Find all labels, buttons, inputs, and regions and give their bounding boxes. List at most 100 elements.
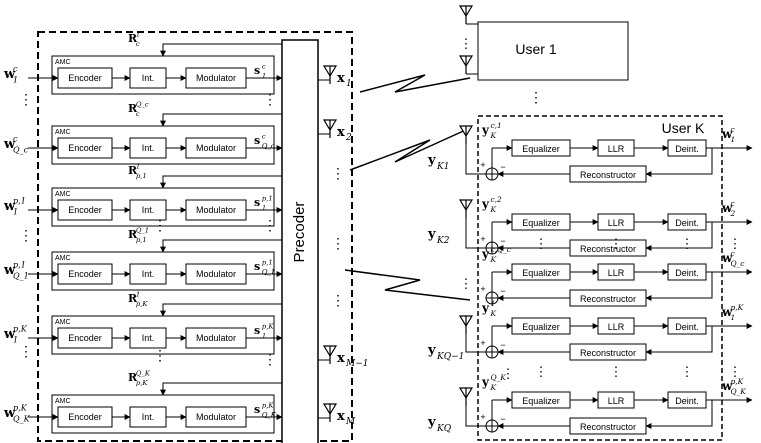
rate-label: R1c — [128, 31, 140, 48]
tx-antenna-sub: M−1 — [345, 359, 368, 369]
stream-output-label-base: s — [254, 64, 260, 77]
rate-feedback-line — [160, 382, 282, 396]
encoder-label: Encoder — [68, 333, 102, 343]
minus-sign: − — [500, 340, 505, 350]
rate-label-sup: 1 — [136, 291, 140, 299]
receiver-ellipsis: ⋮ — [729, 365, 742, 380]
decoded-output-label-base: w — [721, 201, 733, 215]
decoded-output-label: wc1 — [721, 125, 735, 144]
stream-output-label-sub: 1 — [262, 72, 266, 80]
stream-output-label-sup: p,1 — [262, 259, 273, 267]
stream-ellipsis: ⋮ — [263, 92, 277, 108]
stream-output-label-base: s — [254, 324, 260, 337]
precoder-block — [281, 39, 319, 443]
channel-link-3 — [344, 269, 471, 301]
decoded-output-label-sub: Q_K — [730, 387, 746, 396]
ybar-label-sub: K — [489, 309, 496, 318]
reconstructor-label: Reconstructor — [580, 294, 636, 304]
rx-antenna-label: y — [427, 415, 436, 430]
minus-sign: − — [500, 162, 505, 172]
stream-input-label-sup: p,K — [13, 404, 28, 413]
decoded-output-label-sup: c — [730, 125, 735, 134]
rate-feedback-line — [160, 43, 282, 57]
receiver-ellipsis: ⋮ — [610, 237, 623, 252]
rx-antenna-sub: KQ — [436, 424, 452, 434]
user1-block — [477, 21, 629, 81]
stream-input-label: wc1 — [3, 65, 18, 85]
reconstructor-label: Reconstructor — [580, 170, 636, 180]
decoded-output-label-sub: Q_c — [730, 259, 745, 268]
plus-sign: + — [480, 234, 485, 244]
tx-antenna-sub: M — [345, 417, 356, 427]
stream-ellipsis: ⋮ — [19, 344, 33, 360]
rate-label-sub: c — [136, 40, 140, 48]
modulator-label: Modulator — [196, 412, 236, 422]
receiver-ellipsis: ⋮ — [502, 367, 515, 382]
rate-label-base: R — [128, 102, 138, 115]
rate-label-sub: p,K — [136, 300, 149, 308]
rx-antenna-icon — [458, 5, 474, 24]
precoder-label: Precoder — [291, 202, 308, 263]
stream-input-label-sup: c — [13, 65, 18, 74]
tx-antenna-icon — [322, 119, 338, 138]
ybar-label-sup: c,Q_c — [490, 245, 511, 254]
stream-input-label-sup: p,1 — [13, 197, 26, 206]
rx-antenna-sub: KQ−1 — [436, 352, 464, 362]
rx-antenna-label: y — [427, 153, 436, 168]
rate-label-sub: p,1 — [136, 172, 147, 180]
decoded-output-label: wp,K1 — [721, 303, 744, 322]
llr-label: LLR — [608, 144, 625, 154]
stream-output-label-base: s — [254, 403, 260, 416]
amc-label: AMC — [55, 398, 71, 405]
channel-link-1 — [359, 74, 471, 93]
rx-antenna-icon — [458, 199, 474, 218]
equalizer-label: Equalizer — [522, 144, 560, 154]
llr-label: LLR — [608, 396, 625, 406]
decoded-output-label-base: w — [721, 251, 733, 265]
stream-output-label-sup: p,K — [262, 402, 275, 410]
feedback-arrow — [645, 272, 713, 301]
equalizer-label: Equalizer — [522, 268, 560, 278]
stream-input-label-base: w — [3, 327, 16, 342]
feedback-arrow — [645, 222, 713, 251]
receiver-ellipsis: ⋮ — [535, 237, 548, 252]
rate-label-sub: p,1 — [136, 236, 147, 244]
receiver-ellipsis: ⋮ — [729, 237, 742, 252]
receiver-ellipsis: ⋮ — [681, 237, 694, 252]
antenna-ellipsis-2: ⋮ — [331, 236, 345, 252]
stream-ellipsis: ⋮ — [263, 352, 277, 368]
receiver-ellipsis: ⋮ — [681, 365, 694, 380]
stream-output-label-sub: 1 — [262, 332, 266, 340]
stream-input-label-base: w — [3, 263, 16, 278]
decoded-output-label-sub: 1 — [730, 135, 735, 144]
transmitter-boundary — [37, 31, 353, 442]
stream-output-label-sub: Q_c — [262, 142, 275, 150]
stream-input-label-sub: Q_1 — [13, 272, 29, 281]
ybar-label-sub: K — [489, 255, 496, 264]
deint-label: Deint. — [675, 218, 699, 228]
decoded-output-label-sup: c — [730, 199, 735, 208]
stream-ellipsis: ⋮ — [19, 228, 33, 244]
decoded-output-label-base: w — [721, 305, 733, 319]
stream-ellipsis: ⋮ — [263, 218, 277, 234]
stream-input-label: wp,K1 — [3, 325, 28, 345]
stream-input-label-sub: 1 — [13, 208, 18, 217]
rate-label-sup: 1 — [136, 163, 140, 171]
decoded-output-label-sup: c — [730, 249, 735, 258]
minus-sign: − — [500, 286, 505, 296]
decoded-output-label-sub: 1 — [730, 313, 735, 322]
encoder-label: Encoder — [68, 143, 102, 153]
deint-label: Deint. — [675, 268, 699, 278]
user1-antenna-ellipsis: ⋮ — [460, 37, 473, 52]
